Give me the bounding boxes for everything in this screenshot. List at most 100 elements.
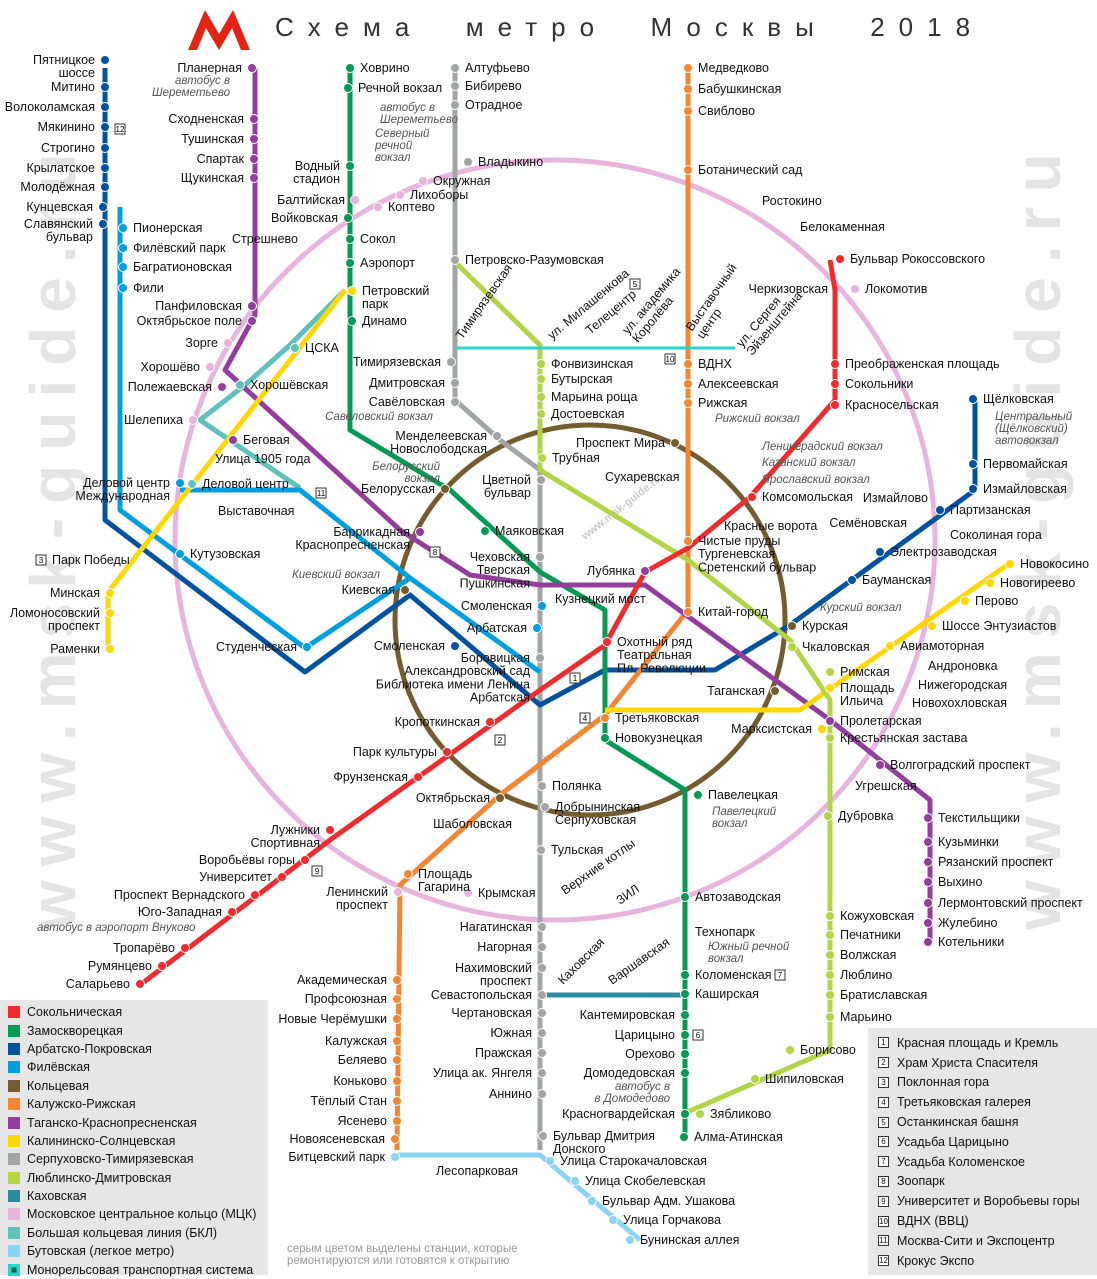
- line-color-swatch: [8, 1153, 20, 1166]
- station-label: Лесопарковая: [436, 1164, 518, 1178]
- station-dot: [325, 825, 335, 835]
- station-label: Авиамоторная: [900, 639, 984, 653]
- station-label: Локомотив: [865, 282, 928, 296]
- station-dot: [537, 1048, 547, 1058]
- station-dot: [537, 963, 547, 973]
- station-dot: [100, 122, 110, 132]
- station-dot: [587, 1196, 597, 1206]
- station-dot: [750, 1074, 760, 1084]
- station-label: Тимирязевская: [353, 355, 441, 369]
- legend-label: Калужско-Рижская: [27, 1097, 136, 1112]
- station-dot: [392, 975, 402, 985]
- line-zamoskvoretskaya: [347, 68, 688, 1135]
- transfer-note: Центральный(Щёлковский)автовокзал: [995, 411, 1073, 447]
- station-dot: [463, 157, 473, 167]
- station-dot: [100, 55, 110, 65]
- station-label: Лубянка: [587, 564, 635, 578]
- station-label: Ясенево: [337, 1114, 387, 1128]
- station-dot: [249, 154, 259, 164]
- station-label: Пролетарская: [840, 714, 922, 728]
- station-label: Нижегородская: [918, 678, 1007, 692]
- station-dot: [968, 459, 978, 469]
- legend-item: Сокольническая: [0, 1003, 268, 1021]
- station-dot: [98, 219, 108, 229]
- landmark-label: Усадьба Коломенское: [897, 1154, 1025, 1169]
- station-dot: [923, 837, 933, 847]
- station-dot: [825, 667, 835, 677]
- station-dot: [440, 484, 450, 494]
- landmark-label: Третьяковская галерея: [897, 1095, 1031, 1110]
- station-dot: [536, 374, 546, 384]
- station-label: Шаболовская: [433, 817, 512, 831]
- station-dot: [492, 431, 502, 441]
- station-label: Юго-Западная: [138, 905, 222, 919]
- station-dot: [400, 585, 410, 595]
- station-dot: [608, 1215, 618, 1225]
- station-dot: [830, 400, 840, 410]
- station-label: Спартак: [197, 152, 245, 166]
- station-dot: [683, 379, 693, 389]
- svg-text:3: 3: [39, 556, 44, 565]
- legend-label: Люблинско-Дмитровская: [27, 1170, 172, 1185]
- station-label: Тропарёво: [113, 941, 175, 955]
- station-label-rotated: ЗИЛ: [614, 882, 642, 908]
- station-label: Кожуховская: [840, 909, 914, 923]
- station-label: Полежаевская: [128, 380, 212, 394]
- landmark-marker: 4: [579, 712, 591, 724]
- station-dot: [600, 713, 610, 723]
- svg-text:12: 12: [116, 125, 125, 134]
- legend-label: Серпуховско-Тимирязевская: [27, 1152, 194, 1167]
- station-label: Раменки: [50, 642, 100, 656]
- station-label: Южная: [490, 1026, 532, 1040]
- line-color-swatch: [8, 1079, 20, 1092]
- station-label: Сокольники: [845, 377, 913, 391]
- station-dot: [105, 608, 115, 618]
- station-dot: [446, 357, 456, 367]
- station-dot: [825, 990, 835, 1000]
- station-label: Лихоборы: [410, 188, 468, 202]
- station-dot: [830, 379, 840, 389]
- station-label: Новокосино: [1020, 557, 1089, 571]
- station-label: ВДНХ: [698, 357, 733, 371]
- station-label: Борисово: [800, 1043, 856, 1057]
- transfer-note: Савеловский вокзал: [325, 411, 433, 423]
- station-label: Сходненская: [168, 112, 244, 126]
- station-label: Строгино: [41, 141, 95, 155]
- landmark-marker: 5: [629, 278, 641, 290]
- station-label: Профсоюзная: [305, 992, 387, 1006]
- station-label: Октябрьская: [416, 791, 490, 805]
- line-arbatsko: [102, 68, 978, 708]
- legend-label: Сокольническая: [27, 1005, 123, 1020]
- station-label: Ховрино: [360, 61, 410, 75]
- station-dot: [536, 392, 546, 402]
- station-dot: [223, 338, 233, 348]
- station-label: Бунинская аллея: [640, 1233, 739, 1247]
- station-dot: [985, 578, 995, 588]
- landmark-label: Останкинская башня: [897, 1115, 1019, 1130]
- landmark-label: Зоопарк: [897, 1174, 945, 1189]
- station-label: Пражская: [475, 1046, 532, 1060]
- station-dot: [923, 918, 933, 928]
- station-dot: [602, 637, 612, 647]
- legend-label: Арбатско-Покровская: [27, 1041, 152, 1056]
- station-label: Фрунзенская: [333, 770, 408, 784]
- station-dot: [345, 258, 355, 268]
- station-dot: [395, 190, 405, 200]
- station-dot: [535, 653, 545, 663]
- station-label: Кузнецкий мост: [555, 592, 646, 606]
- station-label: Семёновская: [829, 516, 907, 530]
- legend-item: Московское центральное кольцо (МЦК): [0, 1205, 268, 1223]
- station-dot: [118, 243, 128, 253]
- legend-item: Калужско-Рижская: [0, 1095, 268, 1113]
- station-label: Достоевская: [551, 407, 625, 421]
- station-label: Царицыно: [615, 1028, 675, 1042]
